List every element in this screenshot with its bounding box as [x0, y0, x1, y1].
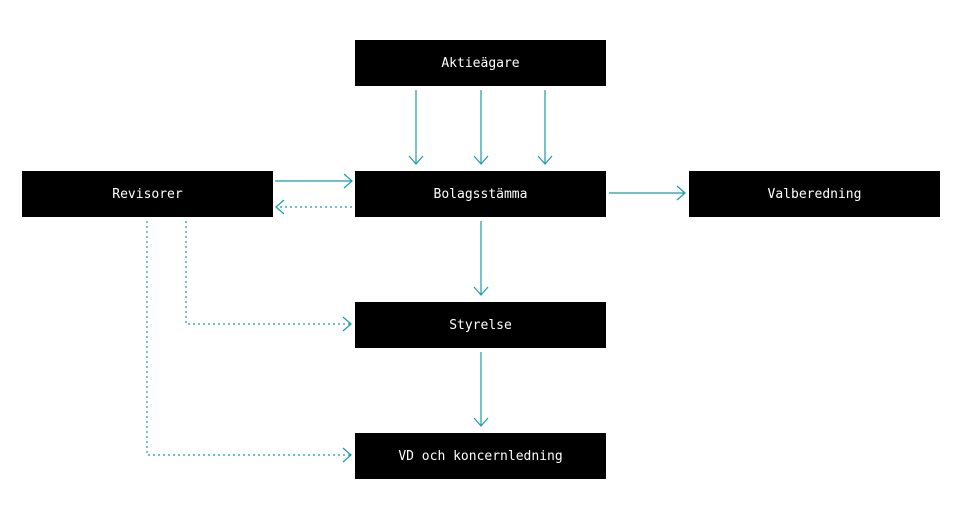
edge-styrelse-vd: [473, 352, 489, 427]
node-bolagsstamma: Bolagsstämma: [355, 171, 606, 217]
node-revisorer: Revisorer: [22, 171, 273, 217]
edge-revisorer-vd: [146, 221, 352, 463]
node-vd: VD och koncernledning: [355, 433, 606, 479]
node-styrelse: Styrelse: [355, 302, 606, 348]
edge-bolagsstamma-revisorer: [275, 199, 352, 215]
node-aktieagare-label: Aktieägare: [441, 55, 520, 71]
edge-revisorer-styrelse: [185, 221, 352, 332]
node-revisorer-label: Revisorer: [112, 186, 183, 202]
edge-bolagsstamma-valberedning: [609, 185, 686, 201]
node-styrelse-label: Styrelse: [449, 317, 512, 333]
node-valberedning: Valberedning: [689, 171, 940, 217]
edge-revisorer-bolagsstamma: [275, 173, 353, 189]
edge-aktieagare-bolagsstamma: [408, 90, 553, 165]
edge-bolagsstamma-styrelse: [473, 221, 489, 296]
node-bolagsstamma-label: Bolagsstämma: [433, 186, 528, 202]
node-valberedning-label: Valberedning: [767, 186, 862, 202]
node-aktieagare: Aktieägare: [355, 40, 606, 86]
node-vd-label: VD och koncernledning: [398, 448, 563, 464]
